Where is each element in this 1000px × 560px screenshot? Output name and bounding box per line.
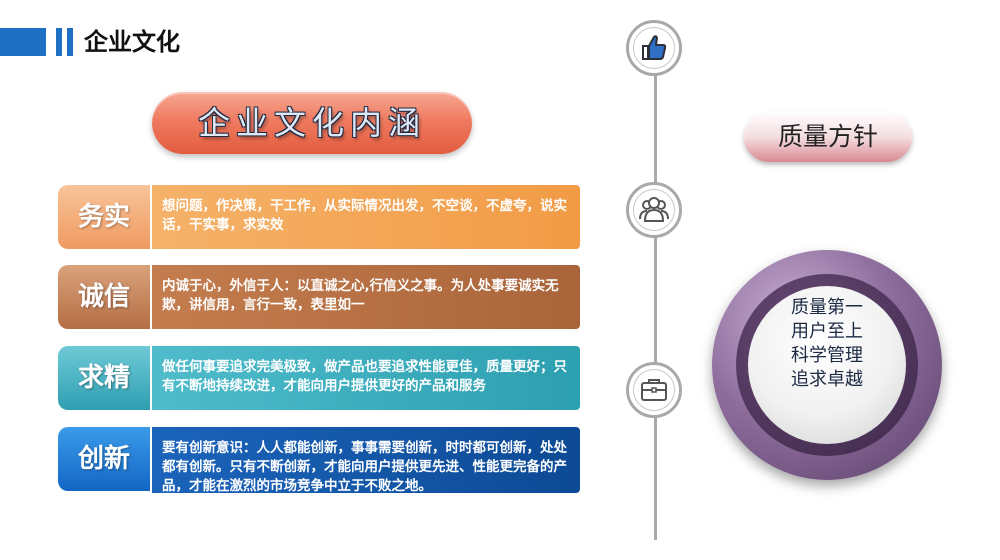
- row-key-1: 务实: [58, 185, 150, 249]
- quality-line-4: 追求卓越: [791, 369, 863, 390]
- header-accent-line: [56, 28, 62, 56]
- header-accent-line: [67, 28, 73, 56]
- culture-title-pill: [152, 92, 472, 154]
- timeline-line: [654, 50, 657, 540]
- quality-title: 质量方针: [777, 122, 878, 151]
- row-desc-2: 内诚于心，外信于人：以直诚之心,行信义之事。为人处事要诚实无欺，讲信用，言行一致…: [152, 265, 580, 329]
- thumbs-up-icon: [642, 35, 667, 60]
- timeline-node-3: [626, 362, 682, 418]
- culture-title: 企业文化内涵: [197, 104, 426, 142]
- timeline-node-2: [626, 182, 682, 238]
- quality-line-1: 质量第一: [791, 297, 863, 318]
- briefcase-icon: [641, 379, 667, 401]
- row-desc-4: 要有创新意识：人人都能创新，事事需要创新，时时都可创新，处处都有创新。只有不断创…: [152, 427, 580, 494]
- quality-line-2: 用户至上: [791, 321, 863, 342]
- row-key-2: 诚信: [58, 265, 150, 329]
- quality-policy-text: 质量第一 用户至上 科学管理 追求卓越: [748, 296, 906, 392]
- header-accent-bar: [0, 28, 46, 56]
- timeline-node-1: [626, 20, 682, 76]
- page-title: 企业文化: [84, 28, 180, 56]
- row-key-4: 创新: [58, 427, 150, 491]
- row-key-3: 求精: [58, 346, 150, 410]
- row-desc-3: 做任何事要追求完美极致，做产品也要追求性能更佳，质量更好；只有不断地持续改进，才…: [152, 346, 580, 410]
- quality-circle-inner: [748, 286, 906, 444]
- quality-title-pill: [744, 112, 912, 162]
- row-desc-1: 想问题，作决策，干工作，从实际情况出发，不空谈，不虚夸，说实话，干实事，求实效: [152, 185, 580, 249]
- group-icon: [639, 197, 669, 222]
- quality-line-3: 科学管理: [791, 345, 863, 366]
